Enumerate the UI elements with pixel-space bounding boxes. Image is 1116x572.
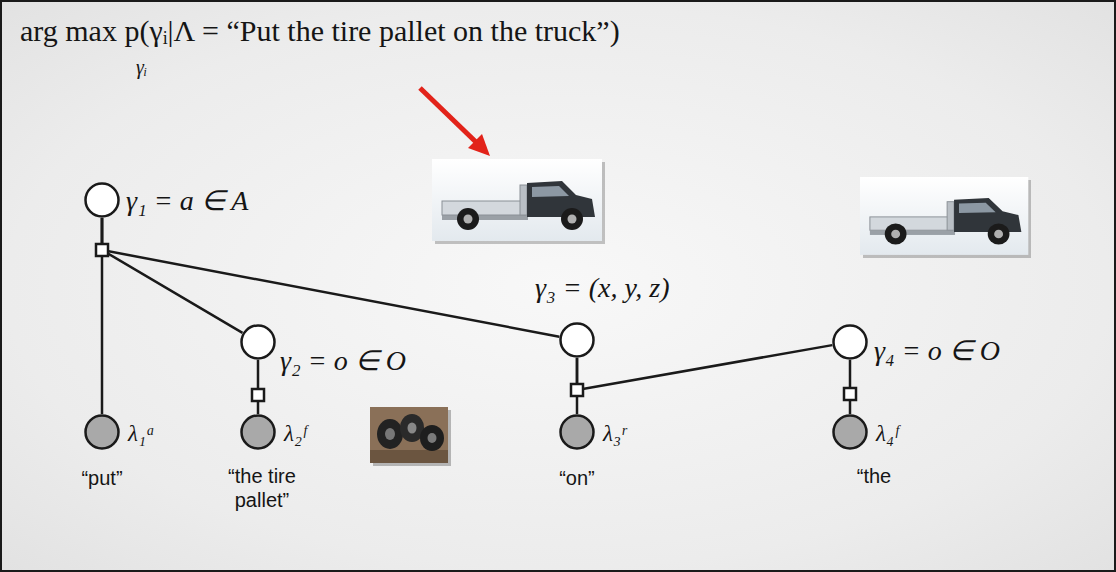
node-outline bbox=[240, 324, 276, 360]
factor-link bbox=[577, 345, 832, 390]
node-outline bbox=[832, 414, 868, 450]
variable-label: γ₃ = (x, y, z) bbox=[535, 272, 670, 304]
variable-label: λ₃ʳ bbox=[603, 421, 626, 447]
truck-photo bbox=[860, 177, 1028, 255]
variable-circle bbox=[242, 326, 275, 359]
observed-circle bbox=[242, 416, 275, 449]
factor-link bbox=[102, 218, 242, 333]
node-outline bbox=[84, 414, 120, 450]
formula-title: arg max p(γᵢ|Λ = “Put the tire pallet on… bbox=[20, 14, 620, 48]
node-outline bbox=[559, 322, 595, 358]
latent-variable: γ₄ = o ∈ O bbox=[832, 324, 868, 360]
variable-label: λ₁ᵃ bbox=[128, 421, 155, 447]
photo-ground bbox=[370, 407, 448, 463]
observed-variable: λ₃ʳ“on” bbox=[559, 414, 595, 450]
pallet bbox=[370, 450, 448, 463]
variable-label: γ₂ = o ∈ O bbox=[280, 344, 406, 377]
factor-square bbox=[96, 244, 108, 256]
phrase-label: “the tire pallet” bbox=[214, 464, 310, 512]
observed-variable: λ₂ᶠ“the tire pallet” bbox=[240, 414, 276, 450]
phrase-label: “the bbox=[857, 464, 891, 488]
variable-label: γ₄ = o ∈ O bbox=[874, 334, 1000, 367]
factor-link bbox=[257, 360, 260, 414]
tire bbox=[420, 425, 444, 451]
node-outline bbox=[559, 414, 595, 450]
variable-circle bbox=[561, 324, 594, 357]
factor-square bbox=[844, 388, 856, 400]
latent-variable: γ₂ = o ∈ O bbox=[240, 324, 276, 360]
node-outline bbox=[84, 182, 120, 218]
phrase-label: “put” bbox=[81, 466, 122, 490]
variable-circle bbox=[86, 184, 119, 217]
tire-rim bbox=[385, 428, 395, 440]
subscript-label: γᵢ bbox=[136, 56, 147, 79]
observed-circle bbox=[561, 416, 594, 449]
variable-label: γ₁ = a ∈ A bbox=[126, 184, 248, 217]
factor-square bbox=[571, 384, 583, 396]
variable-circle bbox=[834, 326, 867, 359]
factor-link bbox=[102, 218, 559, 337]
observed-variable: λ₄ᶠ“the bbox=[832, 414, 868, 450]
factor-square bbox=[252, 389, 264, 401]
tire-rim bbox=[408, 423, 417, 434]
observed-circle bbox=[86, 416, 119, 449]
pointer-arrowhead bbox=[468, 134, 490, 156]
tire bbox=[377, 419, 403, 449]
pointer-arrow bbox=[420, 88, 478, 144]
tire-rim bbox=[428, 433, 437, 443]
variable-label: λ₂ᶠ bbox=[284, 421, 306, 447]
phrase-label: “on” bbox=[559, 466, 595, 490]
observed-circle bbox=[834, 416, 867, 449]
node-outline bbox=[832, 324, 868, 360]
tire-pallet-photo bbox=[370, 407, 448, 463]
node-outline bbox=[240, 414, 276, 450]
observed-variable: λ₁ᵃ“put” bbox=[84, 414, 120, 450]
truck-photo bbox=[432, 159, 602, 241]
latent-variable: γ₁ = a ∈ A bbox=[84, 182, 120, 218]
latent-variable: γ₃ = (x, y, z) bbox=[559, 322, 595, 358]
variable-label: λ₄ᶠ bbox=[876, 421, 898, 447]
